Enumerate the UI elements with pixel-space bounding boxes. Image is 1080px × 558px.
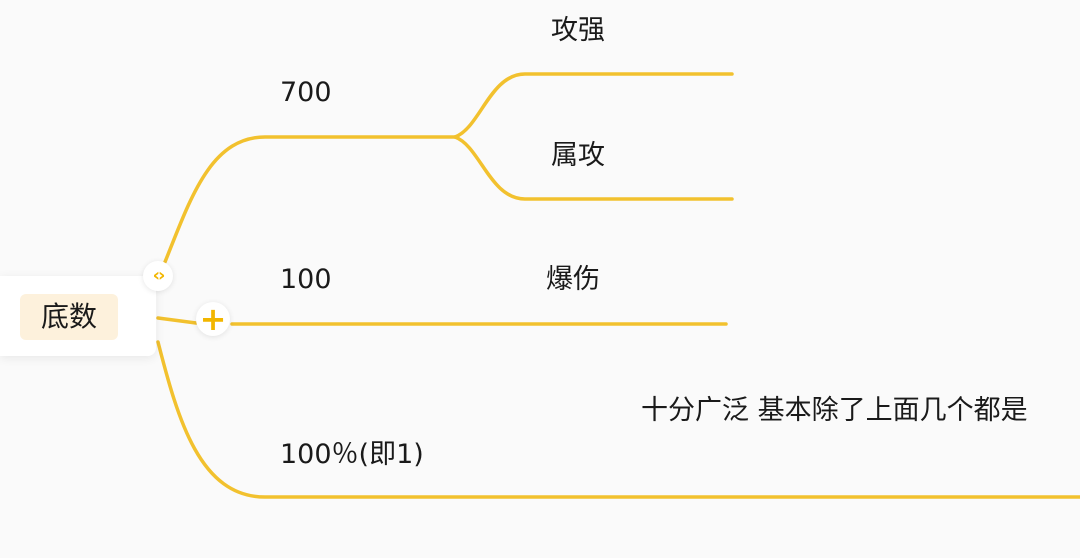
leaf-node-note[interactable]: 十分广泛 基本除了上面几个都是	[641, 395, 1028, 426]
root-node-label[interactable]: 底数	[20, 294, 118, 340]
leaf-node-gongqiang[interactable]: 攻强	[551, 15, 605, 46]
branch-node-100-percent[interactable]: 100％(即1)	[280, 439, 424, 470]
connector-root-to-100	[156, 316, 198, 325]
leaf-node-shugong[interactable]: 属攻	[551, 140, 605, 171]
collapse-arrows-icon[interactable]: ‹›	[143, 261, 173, 291]
connector-700-to-shugong	[453, 135, 734, 201]
connector-root-to-700	[163, 135, 457, 264]
leaf-node-baoshang[interactable]: 爆伤	[546, 264, 600, 295]
connector-root-to-100-percent	[156, 340, 1080, 499]
connector-700-to-gongqiang	[453, 72, 734, 139]
branch-node-700[interactable]: 700	[280, 77, 332, 108]
plus-icon[interactable]: +	[196, 302, 230, 336]
branch-node-100[interactable]: 100	[280, 264, 332, 295]
